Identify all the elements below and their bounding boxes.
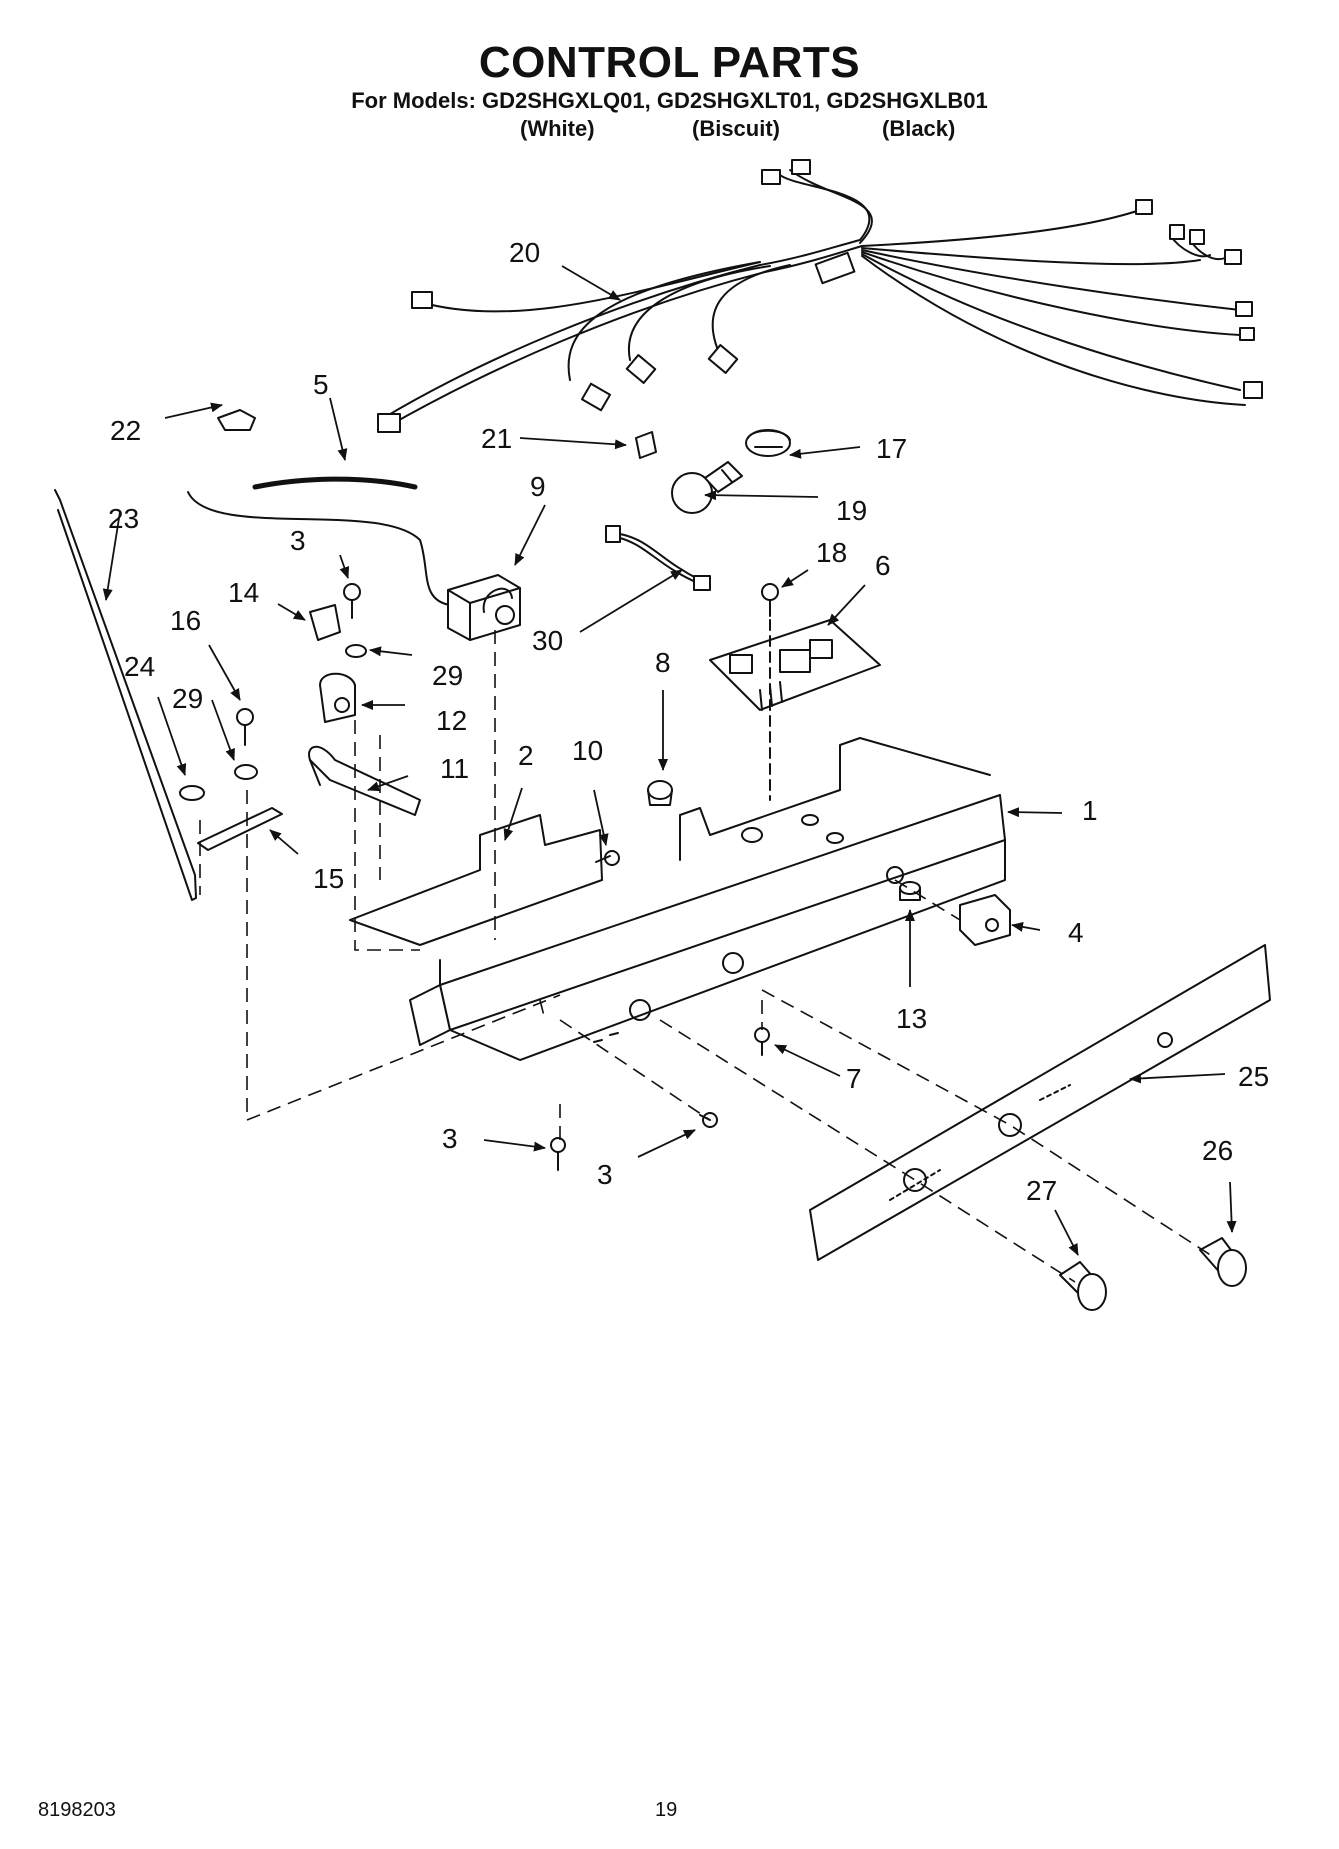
callout-20: 20	[509, 237, 540, 268]
models-line: For Models: GD2SHGXLQ01, GD2SHGXLT01, GD…	[351, 88, 988, 113]
screw-part-3-upper	[343, 583, 361, 619]
callout-8: 8	[655, 647, 671, 678]
callout-26: 26	[1202, 1135, 1233, 1166]
alignment-line	[659, 1019, 1076, 1283]
callout-2: 2	[518, 740, 534, 771]
callout-11: 11	[440, 753, 469, 784]
callout-3: 3	[442, 1123, 458, 1154]
color-variant-white: (White)	[520, 116, 595, 141]
document-number: 8198203	[38, 1799, 116, 1821]
screw-part-3-lower-b	[699, 1112, 718, 1128]
page-title: CONTROL PARTS	[478, 38, 861, 87]
connector-part-21	[635, 431, 657, 459]
control-housing-part-1	[409, 737, 1006, 1061]
callout-14: 14	[228, 577, 259, 608]
screw-part-18	[761, 583, 779, 801]
callout-21: 21	[481, 423, 512, 454]
shaft-part-11	[308, 745, 421, 816]
callout-19: 19	[836, 495, 867, 526]
callout-24: 24	[124, 651, 155, 682]
lever-part-15	[197, 807, 283, 851]
washer-part-29-lower	[234, 764, 258, 780]
control-panel-part-25	[809, 944, 1271, 1261]
thermostat-part-9	[447, 574, 521, 641]
callout-22: 22	[110, 415, 141, 446]
callout-12: 12	[436, 705, 467, 736]
callout-23: 23	[108, 503, 139, 534]
alignment-line	[246, 790, 561, 1122]
wire-jumper-part-30	[605, 525, 711, 591]
screw-part-16	[236, 708, 254, 746]
callout-4: 4	[1068, 917, 1084, 948]
page-number: 19	[655, 1799, 678, 1821]
color-variant-biscuit: (Biscuit)	[692, 116, 780, 141]
callout-29: 29	[432, 660, 463, 691]
callout-5: 5	[313, 369, 329, 400]
color-variant-black: (Black)	[882, 116, 956, 141]
capillary-tube	[187, 491, 451, 606]
alignment-line	[539, 999, 546, 1021]
callout-25: 25	[1238, 1061, 1269, 1092]
callout-3: 3	[597, 1159, 613, 1190]
washer-part-24	[179, 785, 205, 801]
light-bulb-part-19	[671, 461, 743, 514]
clip-part-22	[217, 409, 256, 431]
callout-27: 27	[1026, 1175, 1057, 1206]
knob-part-26	[1199, 1237, 1247, 1287]
knob-part-27	[1059, 1261, 1107, 1311]
callout-7: 7	[846, 1063, 862, 1094]
callout-3: 3	[290, 525, 306, 556]
callout-29: 29	[172, 683, 203, 714]
bracket-part-12	[319, 672, 356, 723]
bracket-part-14	[309, 604, 341, 641]
alignment-line	[559, 1019, 711, 1121]
screw-part-3-lower-a	[550, 1137, 566, 1171]
callout-6: 6	[875, 550, 891, 581]
alignment-line	[894, 879, 961, 921]
tube-part-5	[252, 476, 418, 490]
lamp-socket-part-17	[745, 429, 791, 457]
bracket-part-2	[349, 814, 603, 946]
callout-1: 1	[1082, 795, 1098, 826]
washer-part-29-upper	[345, 644, 367, 658]
bushing-part-8	[647, 780, 673, 806]
callout-18: 18	[816, 537, 847, 568]
callout-30: 30	[532, 625, 563, 656]
screw-part-7	[754, 1027, 770, 1056]
callout-10: 10	[572, 735, 603, 766]
control-board-part-6	[709, 619, 881, 711]
callout-15: 15	[313, 863, 344, 894]
callout-13: 13	[896, 1003, 927, 1034]
screw-part-10	[595, 850, 620, 866]
rod-part-23	[54, 489, 197, 901]
callout-16: 16	[170, 605, 201, 636]
switch-part-4	[959, 894, 1011, 946]
wiring-harness-part-20	[377, 159, 1263, 433]
button-part-13	[899, 881, 921, 901]
callout-9: 9	[530, 471, 546, 502]
callout-labels: 1 2 3 3 3 4 5 6 7 8 9 10 11 12 13 14 15 …	[108, 237, 1269, 1206]
callout-17: 17	[876, 433, 907, 464]
alignment-line	[354, 720, 420, 951]
alignment-line	[761, 989, 1216, 1259]
